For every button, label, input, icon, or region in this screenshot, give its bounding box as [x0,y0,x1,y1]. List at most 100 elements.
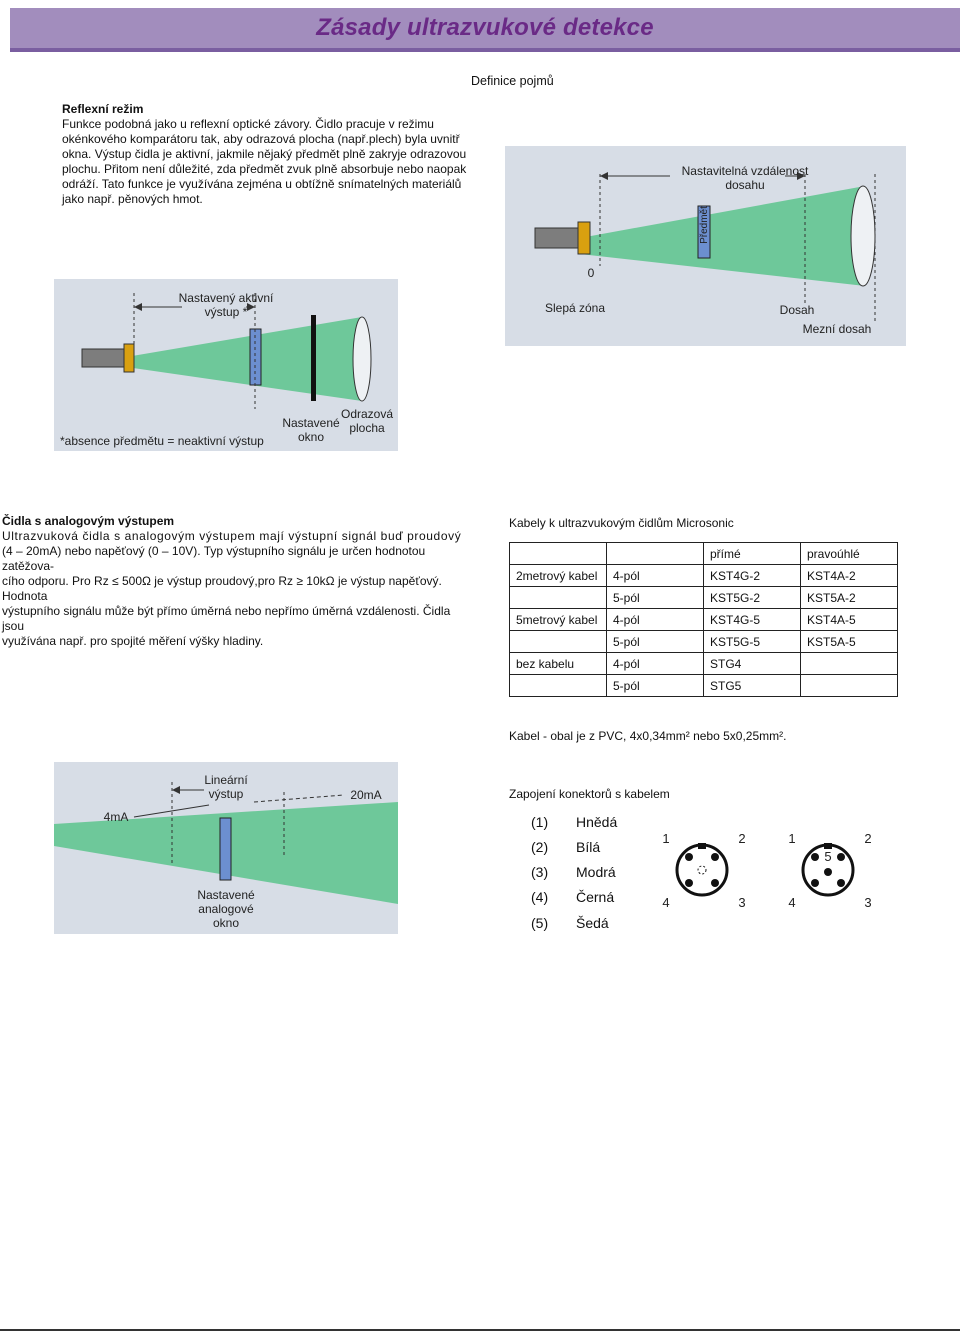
20ma-label: 20mA [350,788,382,802]
pin-label: 5 [824,849,832,864]
table-cell [800,652,898,675]
analog-line: využívána např. pro spojité měření výšky… [2,634,264,648]
table-cell: KST5G-5 [703,630,801,653]
table-cell [800,674,898,697]
table-cell: 5metrový kabel [509,608,607,631]
wire-number: (2) [531,839,549,855]
limit-range-label: Mezní dosah [802,322,872,336]
wire-color: Modrá [576,864,616,880]
analog-window-label: Nastavené analogové okno [197,888,255,930]
reflex-heading: Reflexní režim [62,102,144,116]
table-cell: KST5G-2 [703,586,801,609]
pin-label: 1 [662,831,670,846]
table-cell: STG4 [703,652,801,675]
wire-number: (4) [531,889,549,905]
table-cell: KST4A-2 [800,564,898,587]
bottom-rule [0,1329,960,1331]
table-cell [606,542,704,565]
table-cell: přímé [703,542,801,565]
table-cell: pravoúhlé [800,542,898,565]
pin-label: 4 [662,895,670,910]
connector-4pin: 1 2 4 3 [660,826,760,916]
cable-note: Kabel - obal je z PVC, 4x0,34mm² nebo 5x… [509,729,787,743]
absence-note: *absence předmětu = neaktivní výstup [60,434,264,448]
reflex-line: odráží. Tato funkce je využívána zejména… [62,177,462,191]
reflex-diagram: Nastavený aktivní výstup * Nastavené okn… [54,279,398,451]
wire-color: Šedá [576,915,609,931]
page-title: Zásady ultrazvukové detekce [316,14,654,41]
range-diagram-graphic [534,172,876,321]
pin-label: 2 [864,831,872,846]
table-cell [509,586,607,609]
cables-table: přímé pravoúhlé 2metrový kabel 4-pól KST… [509,542,898,697]
set-output-label: Nastavený aktivní výstup * [178,291,274,319]
table-cell: KST4G-2 [703,564,801,587]
table-row: 2metrový kabel 4-pól KST4G-2 KST4A-2 [509,564,898,587]
analog-diagram: 4mA Lineární výstup 20mA Nastavené analo… [54,762,398,934]
set-window-label: Nastavené okno [282,416,340,444]
connector-4pin-graphic [675,843,729,897]
reflex-line: okénkového komparátoru tak, aby odrazová… [62,132,460,146]
analog-line: výstupního signálu může být přímo úměrná… [2,604,451,633]
wire-number: (5) [531,915,549,931]
blind-zone-label: Slepá zóna [544,301,606,315]
table-cell [509,674,607,697]
table-cell [509,542,607,565]
table-cell: bez kabelu [509,652,607,675]
connector-title: Zapojení konektorů s kabelem [509,787,670,801]
reflex-line: Funkce podobná jako u reflexní optické z… [62,117,434,131]
table-cell: 5-pól [606,586,704,609]
analog-section: Čidla s analogovým výstupem Ultrazvuková… [2,514,474,649]
range-label: Dosah [779,303,815,317]
wire-color: Bílá [576,839,601,855]
table-row: 5-pól KST5G-2 KST5A-2 [509,586,898,609]
zero-label: 0 [587,266,595,280]
connector-5pin-graphic [801,843,855,897]
range-diagram: Nastavitelná vzdálenost dosahu Předmět 0… [505,146,906,346]
wire-color: Hnědá [576,814,618,830]
table-row: 5metrový kabel 4-pól KST4G-5 KST4A-5 [509,608,898,631]
table-row: 5-pól STG5 [509,674,898,697]
wire-color: Černá [576,889,615,905]
pin-label: 3 [738,895,746,910]
table-cell [509,630,607,653]
reflex-line: jako např. pěnových hmot. [62,192,203,206]
adjustable-range-label: Nastavitelná vzdálenost dosahu [681,164,809,192]
pin-label: 4 [788,895,796,910]
reflector-label: Odrazová plocha [340,407,394,435]
connector-5pin: 1 2 5 4 3 [786,826,886,916]
page-subtitle: Definice pojmů [471,74,554,88]
reflex-line: plochu. Přitom není důležité, zda předmě… [62,162,467,176]
table-cell: KST4A-5 [800,608,898,631]
table-cell: 4-pól [606,652,704,675]
pin-label: 1 [788,831,796,846]
wire-number: (3) [531,864,549,880]
wire-number: (1) [531,814,549,830]
reflex-section: Reflexní režim Funkce podobná jako u ref… [62,102,482,207]
table-row: 5-pól KST5G-5 KST5A-5 [509,630,898,653]
cables-title: Kabely k ultrazvukovým čidlům Microsonic [509,516,734,530]
analog-line: Ultrazvuková čidla s analogovým výstupem… [2,529,462,543]
table-cell: 2metrový kabel [509,564,607,587]
table-row: bez kabelu 4-pól STG4 [509,652,898,675]
pin-label: 3 [864,895,872,910]
table-cell: STG5 [703,674,801,697]
table-cell: 4-pól [606,564,704,587]
analog-heading: Čidla s analogovým výstupem [2,514,175,528]
pin-label: 2 [738,831,746,846]
table-cell: 5-pól [606,674,704,697]
analog-diagram-graphic [54,782,398,904]
reflex-line: okna. Výstup čidla je aktivní, jakmile n… [62,147,467,161]
4ma-label: 4mA [103,810,129,824]
table-cell: KST5A-2 [800,586,898,609]
table-cell: KST5A-5 [800,630,898,653]
analog-line: cího odporu. Pro Rz ≤ 500Ω je výstup pro… [2,574,442,603]
table-header-row: přímé pravoúhlé [509,542,898,565]
analog-line: (4 – 20mA) nebo napěťový (0 – 10V). Typ … [2,544,426,573]
table-cell: KST4G-5 [703,608,801,631]
page-header: Zásady ultrazvukové detekce [10,8,960,52]
object-label: Předmět [699,206,710,244]
table-cell: 4-pól [606,608,704,631]
linear-output-label: Lineární výstup [204,773,248,801]
reflex-diagram-graphic [81,293,372,409]
